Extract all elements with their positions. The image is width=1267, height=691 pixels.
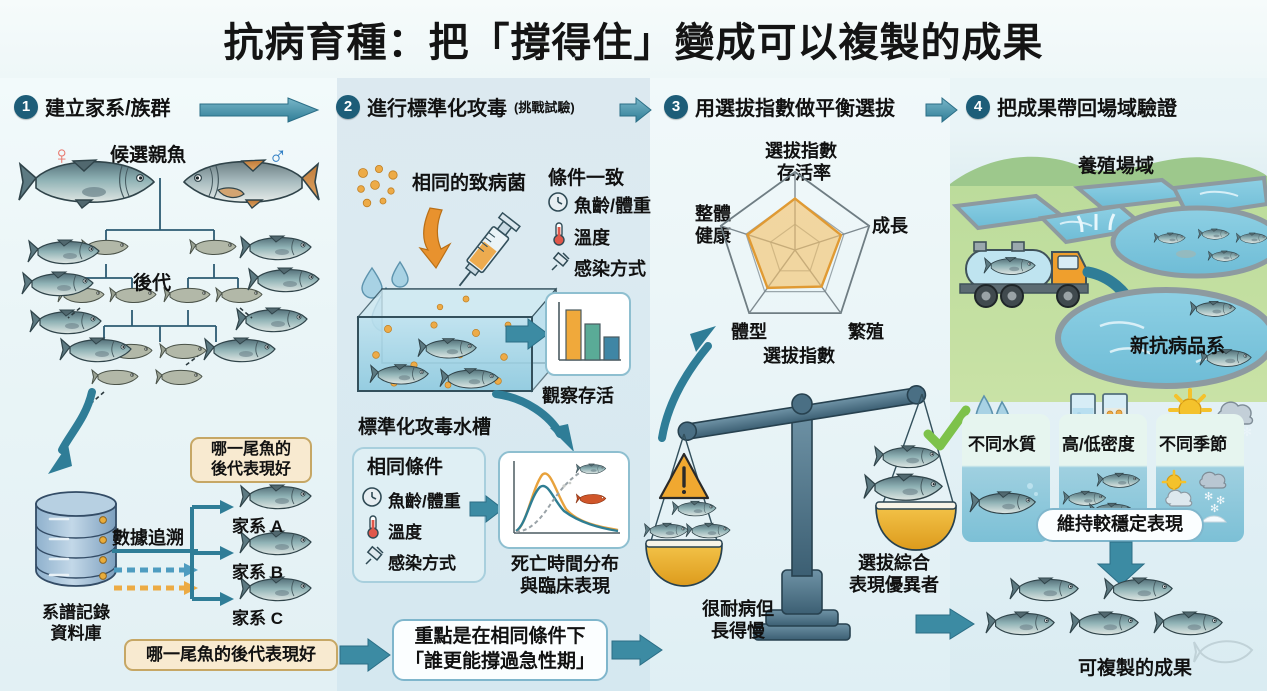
step-3-number: 3 — [664, 94, 688, 119]
same-condition-label-1: 溫度 — [388, 523, 422, 542]
data-trace-label: 數據追溯 — [112, 528, 184, 548]
conditions-to-curve-arrow-icon — [469, 494, 504, 524]
clock-icon — [548, 192, 568, 212]
panel1-to-panel2-arrow-icon — [339, 638, 391, 672]
database-label: 系譜記錄 資料庫 — [42, 603, 110, 644]
condition-label-2: 感染方式 — [574, 259, 646, 279]
callout-which-fish-top[interactable]: 哪一尾魚的 後代表現好 — [190, 437, 312, 483]
radar-axis-label-growth: 成長 — [872, 216, 908, 236]
farm-scene — [950, 132, 1267, 402]
radar-title: 選拔指數 — [765, 141, 837, 161]
pathogen-down-arrow-icon — [418, 207, 452, 270]
family-label-c: 家系 C — [232, 609, 283, 628]
balance-scale-diagram — [643, 385, 971, 641]
tank-to-curve-arrow-icon — [492, 390, 574, 452]
radar-axis-label-survival: 存活率 — [777, 163, 831, 183]
broodstock-label: 候選親魚 — [110, 145, 187, 166]
panel2-to-panel3-arrow-icon — [611, 634, 663, 666]
survival-bar-chart-card — [545, 292, 631, 376]
scale-left-label: 很耐病但 長得慢 — [702, 599, 774, 642]
condition-label-1: 溫度 — [574, 228, 610, 248]
male-symbol-icon: ♂ — [268, 140, 288, 170]
step-arrow-2-icon — [619, 96, 652, 124]
thermometer-icon-2 — [367, 515, 379, 539]
step-4-label: 把成果帶回場域驗證 — [997, 98, 1177, 120]
step-3[interactable]: 3 用選拔指數做平衡選拔 — [664, 92, 895, 121]
pedigree-database-icon — [35, 491, 117, 587]
key-point-callout[interactable]: 重點是在相同條件下 「誰更能撐過急性期」 — [392, 619, 608, 681]
step-1-label: 建立家系/族群 — [45, 98, 171, 120]
step-4[interactable]: 4 把成果帶回場域驗證 — [966, 92, 1177, 121]
selection-index-radar-chart — [719, 170, 871, 315]
pathogen-dots-icon — [357, 165, 398, 208]
env-card-1-label: 高/低密度 — [1062, 435, 1135, 454]
pathogen-label: 相同的致病菌 — [412, 173, 527, 194]
env-card-2-label: 不同季節 — [1159, 435, 1227, 454]
same-condition-label-2: 感染方式 — [388, 554, 456, 573]
mortality-curve-chart — [513, 461, 620, 534]
step-arrow-1-icon — [199, 97, 320, 123]
family-branch-arrows-icon — [190, 500, 234, 606]
scale-right-label: 選拔綜合 表現優異者 — [849, 553, 939, 596]
svg-text:✻: ✻ — [1204, 491, 1213, 503]
panel3-to-panel4-arrow-icon — [915, 608, 975, 640]
svg-text:✻: ✻ — [1216, 495, 1225, 507]
offspring-label: 後代 — [133, 273, 172, 294]
new-strain-label: 新抗病品系 — [1130, 336, 1226, 357]
transport-truck-icon — [959, 241, 1089, 308]
step-2-number: 2 — [336, 94, 360, 119]
step-arrow-3-icon — [925, 96, 958, 124]
pedigree-to-database-arrow-icon — [48, 388, 96, 474]
page-title: 抗病育種：把「撐得住」變成可以複製的成果 — [223, 21, 1044, 65]
stable-to-result-arrow-icon — [1096, 541, 1146, 586]
family-label-a: 家系 A — [232, 517, 283, 536]
same-condition-label-0: 魚齡/體重 — [388, 492, 461, 511]
family-label-b: 家系 B — [232, 563, 283, 582]
step-1[interactable]: 1 建立家系/族群 — [14, 92, 171, 121]
radar-caption: 選拔指數 — [763, 346, 835, 366]
stable-performance-callout[interactable]: 維持較穩定表現 — [1036, 508, 1204, 542]
injection-syringe-icon — [458, 211, 521, 287]
syringe-icon — [551, 251, 570, 271]
syringe-icon-2 — [365, 545, 384, 565]
mortality-curve-card — [498, 451, 630, 549]
env-card-2-weather: ✻✻✻ — [1161, 469, 1228, 523]
same-conditions-box — [352, 447, 486, 583]
conditions-title: 條件一致 — [548, 168, 625, 189]
thermometer-icon — [553, 222, 565, 246]
radar-axis-label-bodyshape: 體型 — [731, 322, 767, 342]
panel2-to-radar-arrow-icon — [658, 326, 716, 442]
clock-icon-2 — [362, 487, 382, 507]
env-card-0 — [962, 414, 1050, 542]
family-fish-icons — [239, 484, 312, 602]
survival-chart-label: 觀察存活 — [542, 386, 614, 406]
step-2[interactable]: 2 進行標準化攻毒 (挑戰試驗) — [336, 92, 575, 121]
step-1-number: 1 — [14, 94, 38, 119]
same-conditions-title: 相同條件 — [367, 457, 444, 478]
step-3-label: 用選拔指數做平衡選拔 — [695, 98, 895, 120]
tank-to-chart-arrow-icon — [505, 318, 549, 350]
svg-text:✻: ✻ — [1242, 425, 1252, 439]
step-2-label: 進行標準化攻毒 — [367, 98, 507, 120]
condition-label-0: 魚齡/體重 — [574, 196, 652, 216]
env-card-0-fish — [969, 483, 1038, 515]
farm-label: 養殖場域 — [1078, 156, 1155, 177]
result-label: 可複製的成果 — [1078, 658, 1193, 679]
tank-label: 標準化攻毒水槽 — [358, 417, 492, 438]
step-2-sublabel: (挑戰試驗) — [514, 100, 575, 115]
watermark-fish-icon — [1193, 640, 1254, 664]
challenge-tank-icon — [356, 287, 558, 393]
survival-bar-chart — [558, 302, 621, 361]
step-4-number: 4 — [966, 94, 990, 119]
female-symbol-icon: ♀ — [52, 140, 72, 170]
radar-axis-label-reproduction: 繁殖 — [848, 322, 884, 342]
title-bar: 抗病育種：把「撐得住」變成可以複製的成果 — [0, 0, 1267, 78]
svg-text:✻: ✻ — [1210, 503, 1219, 515]
step-header-strip: 1 建立家系/族群 2 進行標準化攻毒 (挑戰試驗) 3 用選拔指數做平衡選拔 … — [0, 86, 1267, 124]
env-card-0-label: 不同水質 — [968, 435, 1036, 454]
mortality-curve-label: 死亡時間分布 與臨床表現 — [511, 554, 619, 596]
callout-which-fish-bottom[interactable]: 哪一尾魚的後代表現好 — [124, 639, 338, 671]
